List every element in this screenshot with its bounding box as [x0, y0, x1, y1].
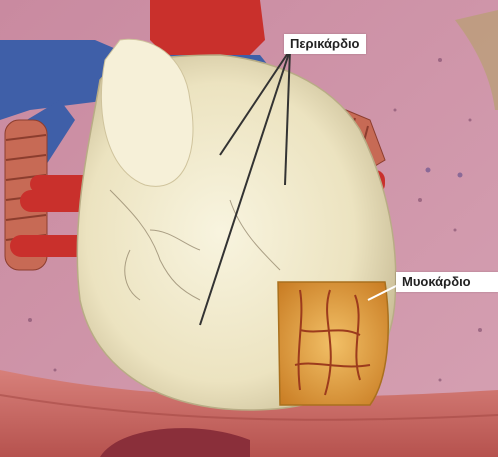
myocardium-window: [278, 282, 388, 405]
myocardium-label: Μυοκάρδιο: [396, 272, 498, 292]
pericardium-label: Περικάρδιο: [284, 34, 366, 54]
